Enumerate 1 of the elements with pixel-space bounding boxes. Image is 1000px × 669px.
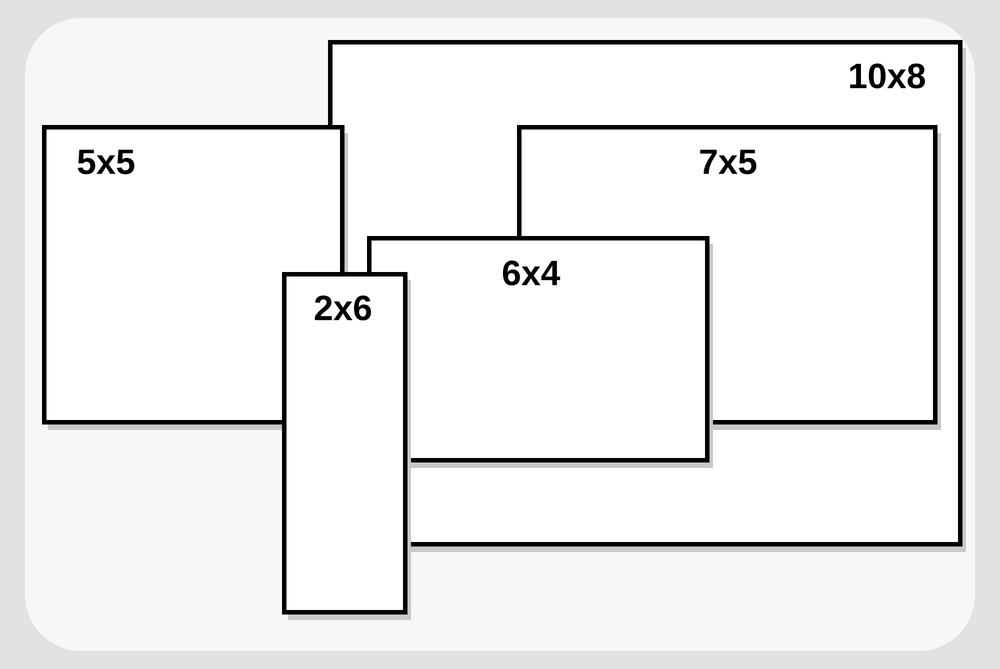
rectangle-box: 2x6 xyxy=(282,272,408,614)
